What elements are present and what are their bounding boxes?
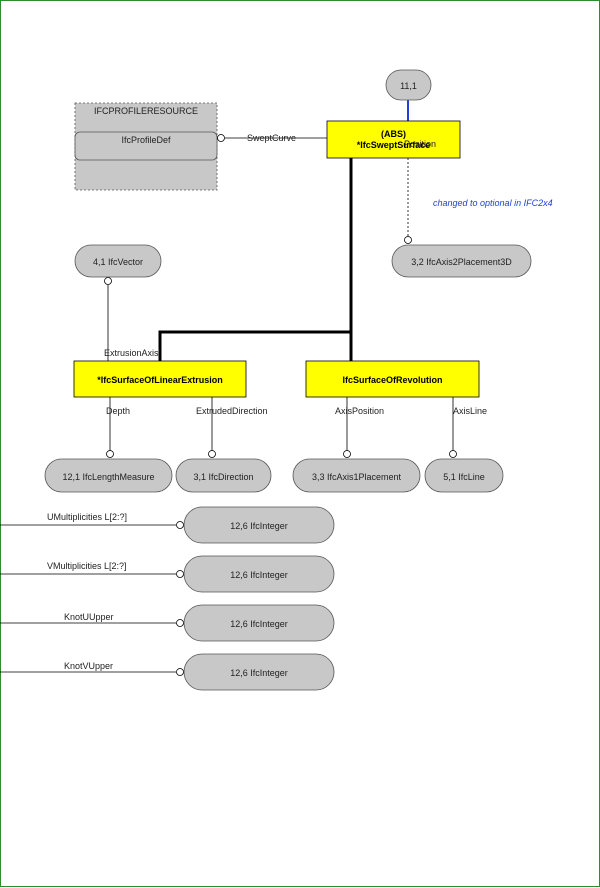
page-ref-node[interactable]: 11,1 (385, 69, 432, 101)
position-end-marker (404, 236, 412, 244)
entity-swept-surface[interactable]: (ABS) *IfcSweptSurface (326, 120, 461, 159)
schema-box-item-label: IfcProfileDef (121, 135, 171, 145)
type-node-label: 12,6 IfcInteger (230, 570, 288, 580)
schema-reference-box[interactable]: IFCPROFILERESOURCE IfcProfileDef (74, 102, 218, 191)
type-node-shape (183, 506, 335, 544)
entity-revolution-name: IfcSurfaceOfRevolution (342, 375, 442, 385)
type-node-label: 12,6 IfcInteger (230, 668, 288, 678)
swept-curve-label: SweptCurve (247, 133, 296, 143)
axis-position-end-marker (343, 450, 351, 458)
type-node-axis1placement[interactable]: 3,3 IfcAxis1Placement (292, 458, 421, 493)
knot-v-upper-label: KnotVUpper (64, 661, 113, 671)
type-node-integer-knot-v-upper[interactable]: 12,6 IfcInteger (183, 653, 335, 691)
axis-line-end-marker (449, 450, 457, 458)
entity-linear-extrusion-box (73, 360, 247, 398)
type-node-shape (44, 458, 173, 493)
type-node-label: 5,1 IfcLine (443, 472, 485, 482)
version-note: changed to optional in IFC2x4 (433, 198, 553, 208)
type-node-shape (183, 555, 335, 593)
type-node-integer-u-multiplicities[interactable]: 12,6 IfcInteger (183, 506, 335, 544)
depth-end-marker (106, 450, 114, 458)
type-node-shape (183, 604, 335, 642)
type-node-label: 12,1 IfcLengthMeasure (62, 472, 154, 482)
swept-curve-end-marker (217, 134, 225, 142)
type-node-axis2placement3d[interactable]: 3,2 IfcAxis2Placement3D (391, 244, 532, 278)
entity-swept-surface-box (326, 120, 461, 159)
type-node-length-measure[interactable]: 12,1 IfcLengthMeasure (44, 458, 173, 493)
type-node-vector[interactable]: 4,1 IfcVector (74, 244, 162, 278)
type-node-shape (292, 458, 421, 493)
type-node-label: 3,3 IfcAxis1Placement (312, 472, 402, 482)
u-multiplicities-label: UMultiplicities L[2:?] (47, 512, 127, 522)
extruded-direction-label: ExtrudedDirection (196, 406, 268, 416)
entity-swept-surface-name: *IfcSweptSurface (357, 140, 431, 150)
type-node-shape (391, 244, 532, 278)
type-node-line[interactable]: 5,1 IfcLine (424, 458, 504, 493)
type-node-label: 3,2 IfcAxis2Placement3D (411, 257, 512, 267)
supertype-tree-line (158, 158, 353, 361)
entity-revolution-box (305, 360, 480, 398)
schema-box-item-frame (74, 131, 218, 161)
type-node-shape (74, 244, 162, 278)
page-ref-shape (385, 69, 432, 101)
extrusion-axis-label: ExtrusionAxis (104, 348, 159, 358)
type-node-label: 12,6 IfcInteger (230, 619, 288, 629)
knot-u-upper-end-marker (176, 619, 184, 627)
v-multiplicities-label: VMultiplicities L[2:?] (47, 561, 127, 571)
type-node-shape (424, 458, 504, 493)
entity-linear-extrusion[interactable]: *IfcSurfaceOfLinearExtrusion (73, 360, 247, 398)
type-node-integer-v-multiplicities[interactable]: 12,6 IfcInteger (183, 555, 335, 593)
extrusion-axis-end-marker (104, 277, 112, 285)
u-multiplicities-end-marker (176, 521, 184, 529)
type-node-shape (175, 458, 272, 493)
knot-u-upper-label: KnotUUpper (64, 612, 114, 622)
type-node-shape (183, 653, 335, 691)
type-node-label: 12,6 IfcInteger (230, 521, 288, 531)
entity-swept-surface-abstract-label: (ABS) (381, 129, 406, 139)
extruded-direction-end-marker (208, 450, 216, 458)
schema-box-title: IFCPROFILERESOURCE (94, 106, 198, 116)
depth-label: Depth (106, 406, 130, 416)
page-ref-label: 11,1 (400, 81, 417, 91)
type-node-label: 3,1 IfcDirection (193, 472, 253, 482)
v-multiplicities-end-marker (176, 570, 184, 578)
entity-revolution[interactable]: IfcSurfaceOfRevolution (305, 360, 480, 398)
type-node-integer-knot-u-upper[interactable]: 12,6 IfcInteger (183, 604, 335, 642)
type-node-label: 4,1 IfcVector (93, 257, 143, 267)
entity-linear-extrusion-name: *IfcSurfaceOfLinearExtrusion (97, 375, 223, 385)
axis-position-label: AxisPosition (335, 406, 384, 416)
position-label: Position (404, 139, 436, 149)
type-node-direction[interactable]: 3,1 IfcDirection (175, 458, 272, 493)
knot-v-upper-end-marker (176, 668, 184, 676)
axis-line-label: AxisLine (453, 406, 487, 416)
